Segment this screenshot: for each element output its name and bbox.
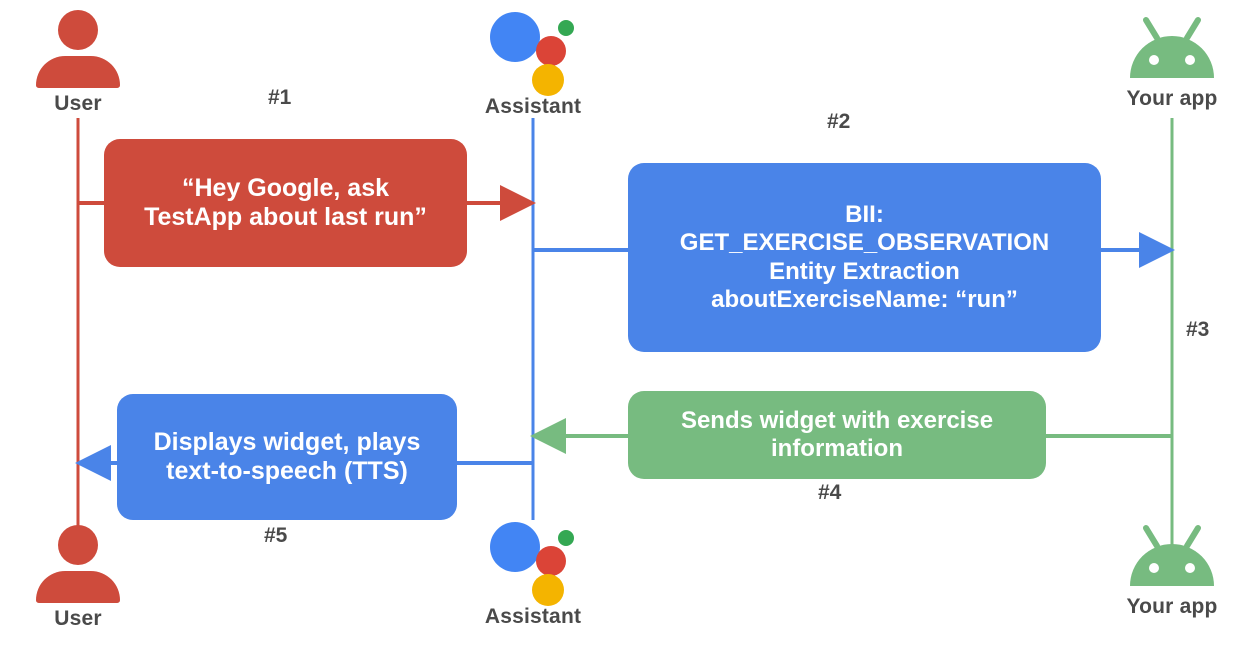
message-line: TestApp about last run” <box>144 203 427 231</box>
message-box-step2[interactable]: BII: GET_EXERCISE_OBSERVATION Entity Ext… <box>628 163 1101 352</box>
step-label-5: #5 <box>264 524 288 547</box>
assistant-dot-yellow <box>532 574 564 606</box>
assistant-dot-green <box>558 20 574 36</box>
message-line: Sends widget with exercise <box>680 406 994 434</box>
actor-label-user-top: User <box>54 92 102 115</box>
android-robot-glyph <box>1130 17 1214 78</box>
message-line: aboutExerciseName: “run” <box>711 285 1018 313</box>
message-box-step1-text: “Hey Google, ask TestApp about last run” <box>144 174 427 233</box>
message-box-step4[interactable]: Sends widget with exercise information <box>628 391 1046 479</box>
actor-user-top: User <box>18 10 138 114</box>
actor-user-bottom: User <box>18 525 138 629</box>
actor-label-assistant-top: Assistant <box>484 95 582 118</box>
message-line: GET_EXERCISE_OBSERVATION <box>679 229 1050 257</box>
android-robot-icon <box>1126 524 1218 590</box>
message-box-step2-text: BII: GET_EXERCISE_OBSERVATION Entity Ext… <box>680 201 1049 314</box>
step-label-2: #2 <box>827 110 851 133</box>
step-label-4: #4 <box>818 481 842 504</box>
google-assistant-icon <box>490 8 576 96</box>
assistant-dot-red <box>536 546 566 576</box>
message-line: text-to-speech (TTS) <box>166 457 408 485</box>
message-line: Entity Extraction <box>769 257 960 285</box>
actor-label-app-bottom: Your app <box>1126 595 1218 618</box>
actor-label-user-bottom: User <box>54 607 102 630</box>
step-label-3: #3 <box>1186 318 1210 341</box>
assistant-dot-green <box>558 530 574 546</box>
message-line: information <box>770 435 903 462</box>
assistant-dot-yellow <box>532 64 564 96</box>
person-head-shape <box>58 525 98 565</box>
message-line: Displays widget, plays <box>153 427 421 456</box>
actor-assistant-bottom: Assistant <box>473 518 593 627</box>
person-icon <box>36 525 120 603</box>
message-box-step1[interactable]: “Hey Google, ask TestApp about last run” <box>104 139 467 267</box>
actor-label-assistant-bottom: Assistant <box>484 605 582 628</box>
google-assistant-icon <box>490 518 576 606</box>
actor-app-bottom: Your app <box>1112 524 1232 617</box>
actor-app-top: Your app <box>1112 16 1232 109</box>
message-line: BII: <box>845 200 884 228</box>
assistant-dot-red <box>536 36 566 66</box>
assistant-dot-blue <box>490 12 540 62</box>
message-line: “Hey Google, ask <box>181 173 390 202</box>
actor-label-app-top: Your app <box>1126 87 1218 110</box>
person-icon <box>36 10 120 88</box>
step-label-1: #1 <box>268 86 292 109</box>
person-head-shape <box>58 10 98 50</box>
message-box-step5-text: Displays widget, plays text-to-speech (T… <box>154 428 421 487</box>
person-body-shape <box>36 56 120 88</box>
android-robot-icon <box>1126 16 1218 82</box>
message-box-step4-text: Sends widget with exercise information <box>681 407 993 464</box>
assistant-dot-blue <box>490 522 540 572</box>
person-body-shape <box>36 571 120 603</box>
message-box-step5[interactable]: Displays widget, plays text-to-speech (T… <box>117 394 457 520</box>
actor-assistant-top: Assistant <box>473 8 593 117</box>
android-robot-glyph <box>1130 525 1214 586</box>
